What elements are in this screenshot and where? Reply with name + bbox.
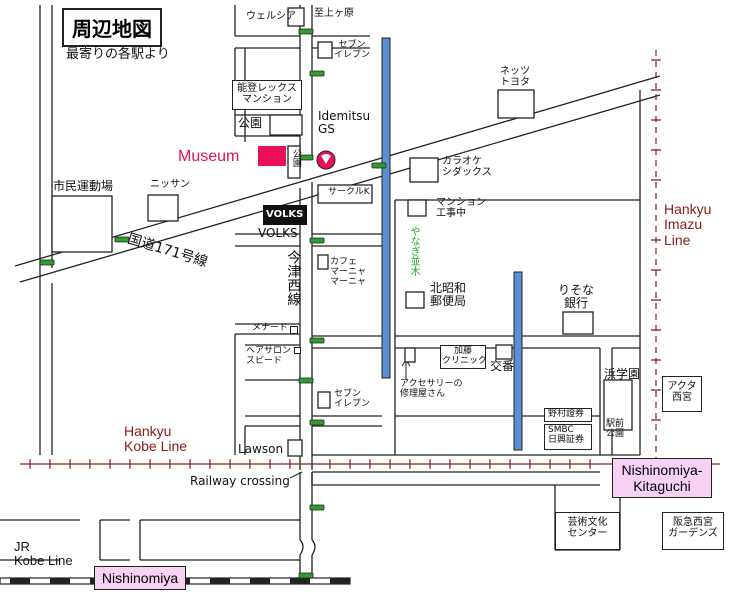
museum-building <box>258 146 286 166</box>
netz-toyota-label: ネッツトヨタ <box>500 66 530 88</box>
park-label: 公園 <box>238 116 263 130</box>
kato-clinic-box: 加藤クリニック <box>440 345 487 369</box>
menard-box <box>290 326 298 334</box>
nissan-label: ニッサン <box>150 179 190 190</box>
subtitle: 最寄りの各駅より <box>66 47 170 62</box>
promenade-label: やなぎ並木 <box>408 226 419 276</box>
hair-salon-label: ヘアサロンスピード <box>246 346 292 366</box>
seven-eleven-top-label: セブンイレブン <box>334 40 371 60</box>
gardens-box: 阪急西宮ガーデンズ <box>662 512 724 550</box>
imazu-nishi-line-label: 今津西線 <box>285 250 302 306</box>
railway-crossing-label: Railway crossing <box>190 474 290 488</box>
welcia-label: ウェルシア <box>246 11 296 22</box>
cafe-label: カフェマーニャマーニャ <box>330 257 367 287</box>
volks-label: VOLKS <box>258 226 298 240</box>
resona-label: りそな銀行 <box>558 283 595 311</box>
post-office-label: 北昭和郵便局 <box>430 281 467 309</box>
volks-logo: VOLKS <box>266 209 304 220</box>
circle-k-label: サークルK <box>328 187 370 197</box>
nishinomiya-kitaguchi-station: Nishinomiya-Kitaguchi <box>612 458 712 498</box>
noto-mansion-box: 能登レックスマンション <box>232 80 302 110</box>
karaoke-label: カラオケシダックス <box>442 156 492 178</box>
shimin-undojo-label: 市民運動場 <box>53 179 114 193</box>
to-kamigahara-label: 至上ヶ原 <box>314 8 354 19</box>
mansion-construction-label: マンション工事中 <box>436 197 486 219</box>
koban-label: 交番 <box>490 359 515 373</box>
accessory-label: アクセサリーの修理屋さん <box>400 379 463 399</box>
lawson-label: Lawson <box>238 442 284 456</box>
page-title: 周辺地図 <box>62 8 162 47</box>
hamagakuen-label: 浜学園 <box>604 367 641 381</box>
hair-salon-box <box>294 347 301 354</box>
acta-box: アクタ西宮 <box>662 376 702 412</box>
noto-mansion-label: 能登レックスマンション <box>237 83 297 105</box>
museum-label: Museum <box>178 148 240 165</box>
nomura-box: 野村證券 <box>544 408 592 422</box>
menard-label: メナード <box>252 323 289 333</box>
geibun-box: 芸術文化センター <box>555 512 620 550</box>
ekimae-park-label: 駅前公園 <box>606 419 625 439</box>
park-small-label: 公園 <box>290 149 301 167</box>
nishinomiya-station: Nishinomiya <box>94 566 186 590</box>
seven-eleven-bottom-label: セブンイレブン <box>334 389 371 409</box>
